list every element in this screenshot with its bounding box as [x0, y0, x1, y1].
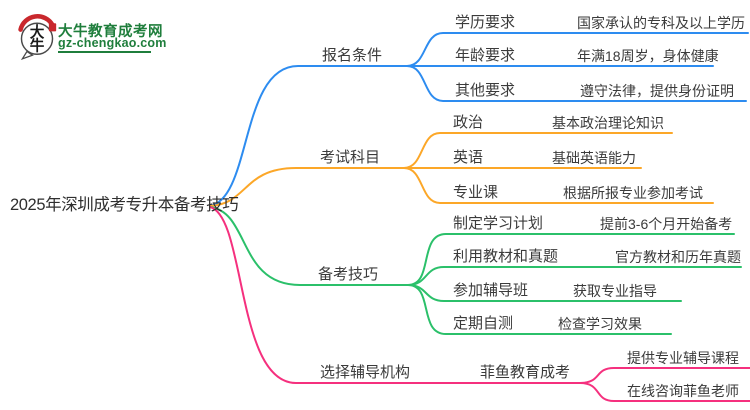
leaf-topic[interactable]: 获取专业指导 — [573, 283, 657, 299]
subtopic[interactable]: 利用教材和真题 — [453, 248, 559, 265]
leaf-topic[interactable]: 基础英语能力 — [552, 150, 636, 166]
branch-line — [209, 167, 405, 207]
logo-char-top: 大 — [30, 23, 45, 41]
connector-line — [406, 32, 749, 67]
leaf-topic[interactable]: 根据所报专业参加考试 — [563, 185, 703, 201]
subtopic[interactable]: 定期自测 — [453, 315, 514, 332]
subtopic[interactable]: 制定学习计划 — [453, 215, 544, 232]
subtopic[interactable]: 专业课 — [453, 184, 499, 201]
logo-char-bottom: 牛 — [30, 37, 45, 55]
seal-icon — [48, 23, 57, 32]
connector-line — [579, 382, 750, 402]
branch-topic-registration[interactable]: 报名条件 — [322, 47, 383, 64]
leaf-topic[interactable]: 官方教材和历年真题 — [615, 249, 741, 265]
connector-line — [407, 266, 742, 286]
leaf-topic[interactable]: 基本政治理论知识 — [552, 115, 664, 131]
subtopic[interactable]: 英语 — [453, 149, 484, 166]
leaf-topic[interactable]: 提前3-6个月开始备考 — [600, 216, 733, 232]
branch-line — [209, 206, 409, 286]
leaf-topic[interactable]: 遵守法律，提供身份证明 — [580, 83, 734, 99]
subtopic[interactable]: 年龄要求 — [455, 47, 516, 64]
leaf-topic[interactable]: 提供专业辅导课程 — [627, 350, 739, 366]
branch-topic-tutoring-agency[interactable]: 选择辅导机构 — [320, 364, 411, 381]
connector-line — [406, 65, 747, 102]
connector-line — [403, 167, 714, 204]
logo-bull-icon: 大 牛 — [18, 14, 57, 60]
root-topic[interactable]: 2025年深圳成考专升本备考技巧 — [10, 196, 239, 214]
branch-topic-exam-subjects[interactable]: 考试科目 — [320, 149, 381, 166]
connector-line — [407, 284, 672, 335]
branch-line — [209, 65, 408, 207]
subtopic[interactable]: 菲鱼教育成考 — [480, 364, 571, 381]
branch-topic-prep-tips[interactable]: 备考技巧 — [318, 266, 379, 283]
subtopic[interactable]: 政治 — [453, 114, 484, 131]
site-domain: gz-chengkao.com — [58, 36, 167, 50]
leaf-topic[interactable]: 在线咨询菲鱼老师 — [627, 383, 739, 399]
connector-line — [403, 132, 673, 169]
site-logo[interactable]: 大 牛 大牛教育成考网 gz-chengkao.com — [14, 10, 174, 62]
connector-line — [407, 233, 735, 286]
branch-line — [209, 206, 581, 384]
site-title: 大牛教育成考网 — [58, 24, 163, 40]
logo-underline — [58, 51, 151, 53]
leaf-topic[interactable]: 年满18周岁，身体健康 — [577, 48, 719, 64]
connector-line — [579, 367, 750, 384]
subtopic[interactable]: 参加辅导班 — [453, 282, 529, 299]
leaf-topic[interactable]: 国家承认的专科及以上学历 — [577, 15, 745, 31]
subtopic[interactable]: 其他要求 — [455, 82, 516, 99]
subtopic[interactable]: 学历要求 — [455, 14, 516, 31]
leaf-topic[interactable]: 检查学习效果 — [558, 316, 642, 332]
